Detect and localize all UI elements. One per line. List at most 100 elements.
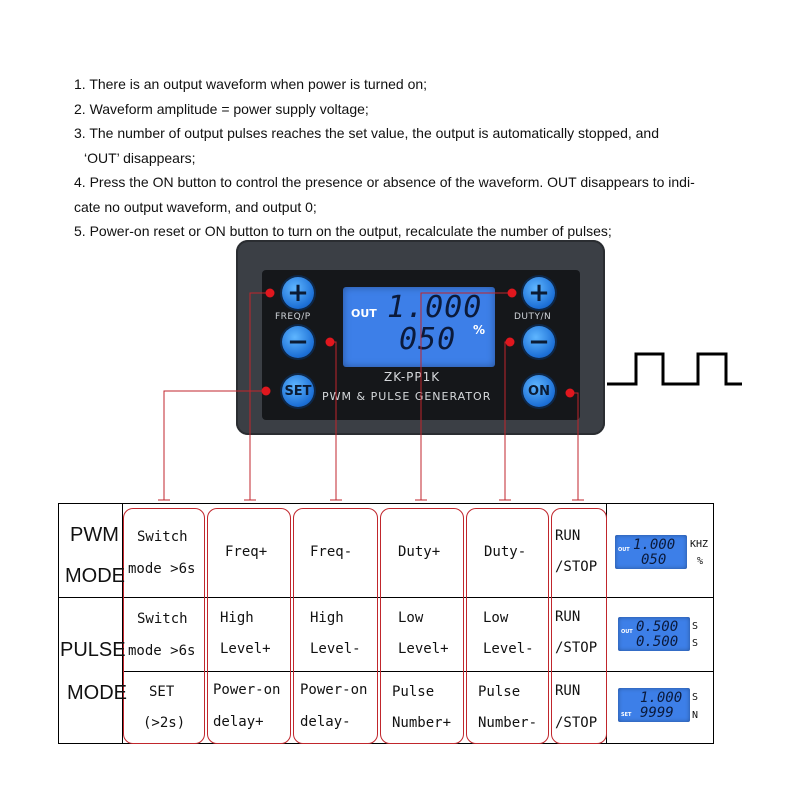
table-cell: Level- bbox=[310, 641, 361, 657]
square-waveform-icon bbox=[607, 352, 742, 386]
table-cell: Level+ bbox=[398, 641, 449, 657]
pulse-mode-title: PULSE bbox=[60, 639, 126, 661]
table-cell: Switch bbox=[137, 529, 188, 545]
table-cell: Level- bbox=[483, 641, 534, 657]
table-cell: mode >6s bbox=[128, 561, 196, 577]
on-button[interactable]: ON bbox=[523, 375, 555, 407]
connector-dot bbox=[325, 337, 335, 347]
connector-dot bbox=[265, 288, 275, 298]
pulse-lcd: OUT 0.500 0.500 bbox=[618, 617, 690, 651]
connector-dot bbox=[505, 337, 515, 347]
table-cell: delay- bbox=[300, 714, 351, 730]
table-cell: High bbox=[310, 610, 344, 626]
freq-plus-connector bbox=[249, 292, 270, 500]
table-cell: Freq+ bbox=[225, 544, 268, 560]
lcd-line2: 050 bbox=[641, 552, 667, 568]
lcd-unit: % bbox=[697, 556, 704, 567]
instruction-line: 1. There is an output waveform when powe… bbox=[74, 76, 428, 92]
table-cell: Switch bbox=[137, 611, 188, 627]
set-lcd: SET 1.000 9999 bbox=[618, 688, 690, 722]
lcd-tag: OUT bbox=[621, 629, 633, 635]
instruction-line: cate no output waveform, and output 0; bbox=[74, 198, 317, 215]
model-subtitle: PWM & PULSE GENERATOR bbox=[322, 390, 492, 403]
lcd-out-tag: OUT bbox=[351, 307, 377, 320]
lcd-line2: 0.500 bbox=[636, 634, 679, 650]
set-column-box bbox=[123, 508, 205, 744]
lcd-unit: KHZ bbox=[690, 539, 709, 550]
row-divider bbox=[59, 597, 713, 598]
table-cell: Duty- bbox=[484, 544, 527, 560]
lcd-tag: OUT bbox=[618, 547, 630, 553]
instruction-line: 2. Waveform amplitude = power supply vol… bbox=[74, 100, 369, 117]
col-divider bbox=[122, 504, 123, 743]
table-cell: SET bbox=[149, 684, 175, 700]
pwm-mode-title: MODE bbox=[65, 565, 125, 587]
lcd-unit: % bbox=[473, 323, 486, 337]
pwm-lcd: OUT 1.000 050 bbox=[615, 535, 687, 569]
duty-minus-connector bbox=[504, 341, 510, 500]
table-cell: mode >6s bbox=[128, 643, 196, 659]
lcd-freq-value: 1.000 bbox=[387, 290, 483, 325]
duty-plus-column-box bbox=[380, 508, 464, 744]
connector-dot bbox=[507, 288, 517, 298]
freq-minus-button[interactable]: − bbox=[282, 326, 314, 358]
table-cell: /STOP bbox=[555, 559, 598, 575]
instructions: 1. There is an output waveform when powe… bbox=[74, 72, 764, 244]
table-cell: RUN bbox=[555, 683, 581, 699]
lcd-unit: S bbox=[692, 621, 699, 632]
set-connector bbox=[163, 390, 266, 500]
table-cell: Pulse bbox=[392, 684, 435, 700]
instruction-line: 5. Power-on reset or ON button to turn o… bbox=[74, 223, 612, 239]
instruction-line: 4. Press the ON button to control the pr… bbox=[74, 174, 695, 190]
instruction-line: 3. The number of output pulses reaches t… bbox=[74, 125, 659, 141]
freq-plus-column-box bbox=[207, 508, 291, 744]
table-cell: High bbox=[220, 610, 254, 626]
lcd-unit: S bbox=[692, 638, 699, 649]
table-cell: RUN bbox=[555, 609, 581, 625]
table-cell: Level+ bbox=[220, 641, 271, 657]
lcd-unit: N bbox=[692, 710, 699, 721]
freq-minus-column-box bbox=[293, 508, 378, 744]
instruction-line: ‘OUT’ disappears; bbox=[84, 149, 196, 166]
pwm-mode-title: PWM bbox=[70, 524, 119, 546]
duty-plus-connector bbox=[420, 292, 512, 500]
set-button[interactable]: SET bbox=[282, 375, 314, 407]
table-cell: /STOP bbox=[555, 640, 598, 656]
run-stop-column-box bbox=[551, 508, 607, 744]
table-cell: Power-on bbox=[300, 682, 368, 698]
freq-minus-connector bbox=[330, 341, 337, 500]
table-cell: Low bbox=[398, 610, 424, 626]
table-cell: Freq- bbox=[310, 544, 353, 560]
lcd-line2: 9999 bbox=[640, 705, 674, 721]
row-divider bbox=[122, 671, 713, 672]
duty-minus-column-box bbox=[466, 508, 549, 744]
duty-minus-button[interactable]: − bbox=[523, 326, 555, 358]
lcd-unit: S bbox=[692, 692, 699, 703]
lcd-line1: 0.500 bbox=[636, 619, 679, 635]
table-cell: Low bbox=[483, 610, 509, 626]
table-cell: (>2s) bbox=[143, 715, 186, 731]
table-cell: delay+ bbox=[213, 714, 264, 730]
lcd-line1: 1.000 bbox=[633, 537, 676, 553]
freq-plus-button[interactable]: + bbox=[282, 277, 314, 309]
model-name: ZK-PP1K bbox=[384, 370, 441, 384]
table-cell: RUN bbox=[555, 528, 581, 544]
table-cell: Duty+ bbox=[398, 544, 441, 560]
device-lcd: OUT 1.000 050 % bbox=[343, 287, 495, 367]
lcd-tag: SET bbox=[621, 712, 632, 718]
lcd-duty-value: 050 bbox=[399, 322, 457, 357]
duty-plus-button[interactable]: + bbox=[523, 277, 555, 309]
table-cell: Number+ bbox=[392, 715, 452, 731]
table-cell: Pulse bbox=[478, 684, 521, 700]
on-connector bbox=[570, 392, 579, 500]
connector-dot bbox=[261, 386, 271, 396]
pulse-mode-title: MODE bbox=[67, 682, 127, 704]
table-cell: /STOP bbox=[555, 715, 598, 731]
freq-label: FREQ/P bbox=[275, 312, 311, 322]
connector-dot bbox=[565, 388, 575, 398]
table-cell: Power-on bbox=[213, 682, 281, 698]
table-cell: Number- bbox=[478, 715, 538, 731]
duty-label: DUTY/N bbox=[514, 312, 552, 322]
lcd-line1: 1.000 bbox=[640, 690, 683, 706]
